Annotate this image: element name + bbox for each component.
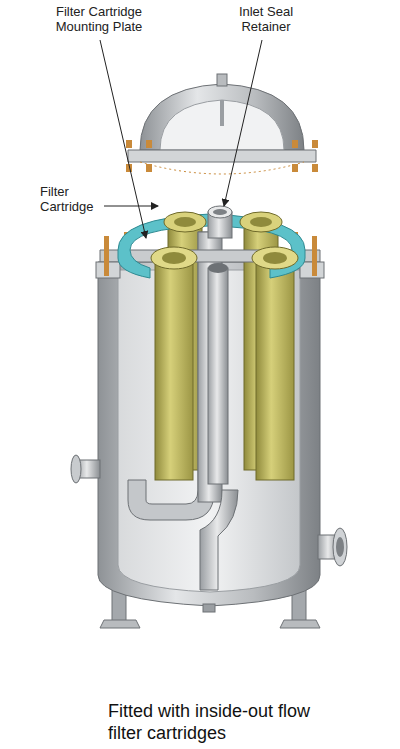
drawing-part: [126, 140, 132, 148]
drawing-part: [250, 217, 272, 227]
drawing-part: [140, 84, 304, 150]
drawing-part: [155, 258, 193, 480]
drawing-part: [263, 252, 287, 264]
drawing-part: [160, 100, 284, 150]
drawing-part: [312, 236, 317, 276]
drawing-part: [240, 212, 282, 232]
cartridge-tops: [151, 206, 298, 269]
drawing-part: [104, 206, 158, 207]
drawing-part: [312, 164, 318, 172]
part-label: Inlet Seal Retainer: [226, 4, 306, 34]
drawing-part: [213, 209, 227, 215]
drawing-part: [280, 620, 320, 628]
drawing-part: [224, 40, 262, 206]
drawing-part: [162, 252, 186, 264]
drawing-part: [71, 455, 81, 483]
drawing-part: [174, 217, 196, 227]
drawing-part: [146, 140, 152, 148]
drawing-part: [292, 164, 298, 172]
housing-lid: [126, 74, 318, 174]
drawing-part: [256, 258, 294, 480]
filter-cartridges-front: [155, 258, 294, 484]
drawing-part: [104, 236, 109, 276]
drawing-part: [151, 247, 197, 269]
drawing-part: [203, 604, 215, 612]
drawing-part: [140, 162, 304, 174]
drawing-part: [100, 40, 146, 238]
inlet-pipe: [128, 232, 238, 590]
drawing-part: [200, 490, 238, 590]
drawing-part: [164, 212, 206, 232]
drawing-part: [208, 206, 232, 218]
drawing-part: [252, 247, 298, 269]
drawing-part: [312, 140, 318, 148]
drawing-part: [217, 74, 227, 86]
drawing-part: [146, 164, 152, 172]
part-label: Filter Cartridge Mounting Plate: [40, 4, 158, 34]
leader-lines: [100, 40, 262, 238]
part-label: Filter Cartridge: [40, 184, 104, 214]
drawing-part: [100, 620, 140, 628]
drawing-part: [333, 528, 347, 566]
drawing-part: [336, 537, 344, 557]
drawing-part: [220, 100, 224, 126]
drawing-part: [208, 268, 228, 484]
drawing-part: [292, 140, 298, 148]
drawing-part: [208, 263, 228, 273]
drawing-part: [128, 150, 316, 162]
figure-caption: Fitted with inside-out flow filter cartr…: [108, 700, 328, 744]
